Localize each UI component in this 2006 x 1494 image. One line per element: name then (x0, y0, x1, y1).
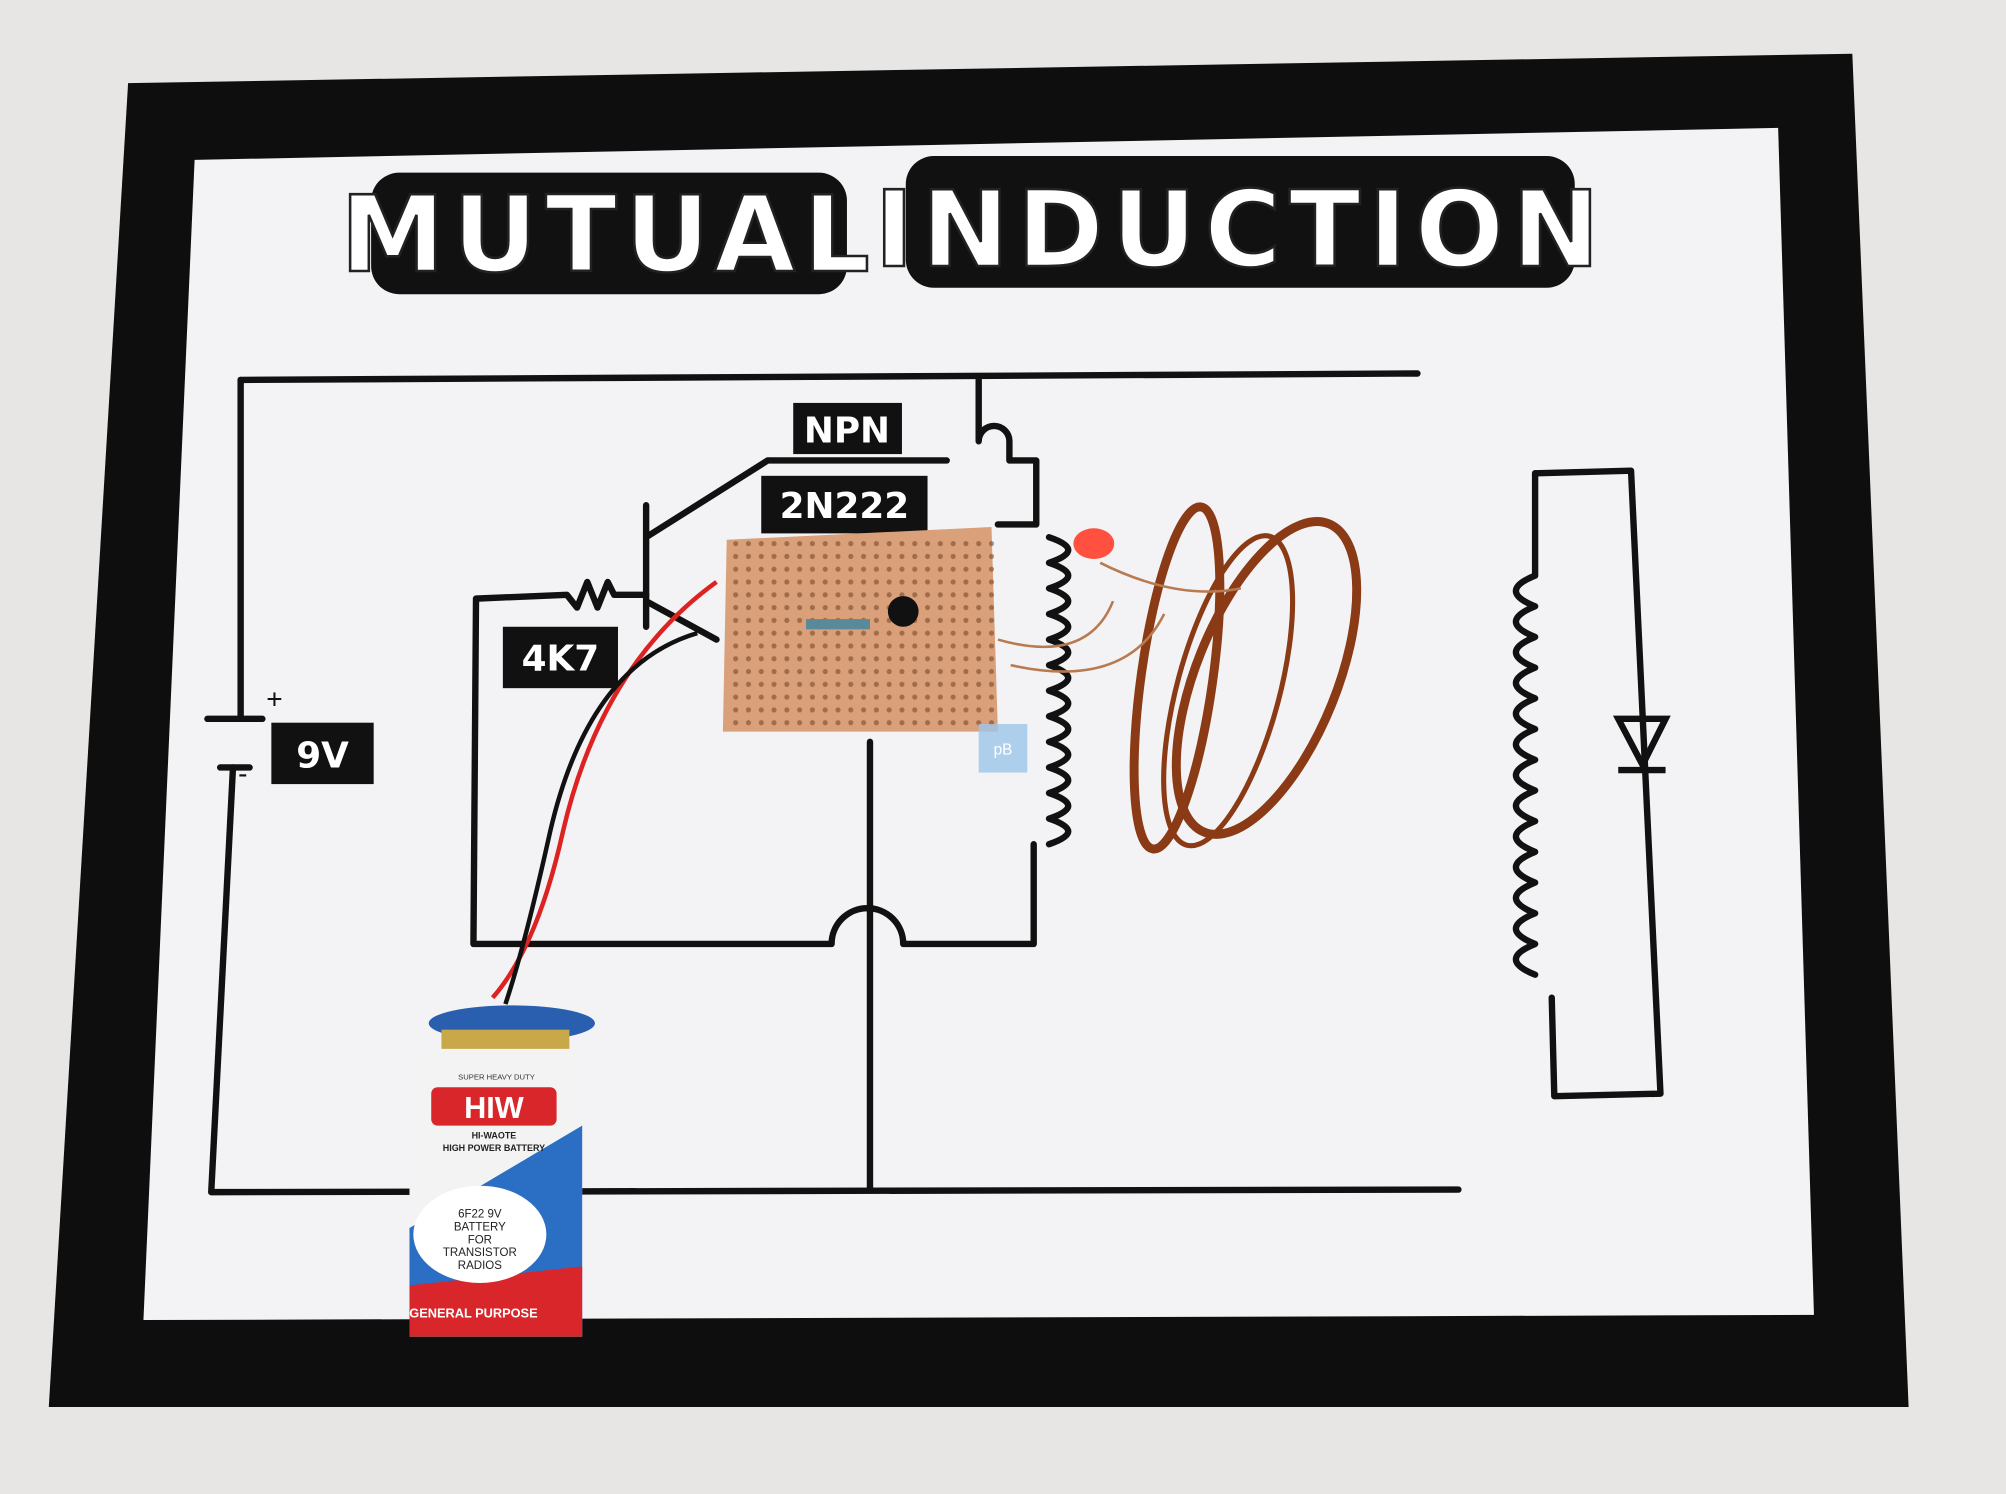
svg-text:BATTERY: BATTERY (454, 1222, 506, 1234)
watermark-text: pB (994, 742, 1013, 759)
svg-text:HI-WAOTE: HI-WAOTE (472, 1130, 517, 1140)
svg-text:FOR: FOR (468, 1234, 492, 1246)
svg-text:4K7: 4K7 (522, 638, 600, 679)
plus-sign: + (266, 684, 282, 715)
title-word-induction: INDUCTION (875, 169, 1608, 291)
watermark-badge (978, 723, 1028, 773)
label-2n222: 2N222 (761, 475, 928, 534)
svg-text:HIGH POWER BATTERY: HIGH POWER BATTERY (443, 1143, 545, 1153)
black-wire (503, 631, 698, 1005)
label-4k7: 4K7 (502, 626, 618, 689)
copper-coil (1129, 502, 1362, 854)
transistor (887, 596, 919, 627)
resistor (806, 619, 870, 630)
battery-9v: SUPER HEAVY DUTY HIW HI-WAOTE HIGH POWER… (409, 1005, 595, 1337)
svg-text:2N222: 2N222 (780, 486, 910, 527)
minus-sign: - (238, 758, 247, 789)
svg-text:GENERAL PURPOSE: GENERAL PURPOSE (409, 1305, 538, 1320)
battery-brand: HIW (464, 1090, 524, 1125)
thin-wires (997, 561, 1242, 673)
svg-text:NPN: NPN (804, 411, 890, 452)
svg-text:SUPER HEAVY DUTY: SUPER HEAVY DUTY (458, 1073, 535, 1082)
circuit-drawing (204, 370, 1671, 1196)
svg-text:RADIOS: RADIOS (458, 1260, 502, 1272)
label-npn: NPN (793, 402, 902, 455)
diode-icon (1612, 715, 1671, 774)
label-9v: 9V (271, 722, 374, 785)
svg-text:9V: 9V (296, 735, 349, 776)
led-light (1073, 528, 1115, 559)
svg-text:6F22 9V: 6F22 9V (458, 1209, 502, 1221)
perfboard (722, 526, 998, 732)
svg-text:TRANSISTOR: TRANSISTOR (443, 1247, 517, 1259)
title-word-mutual: MUTUAL (341, 174, 878, 296)
title-banner: MUTUAL INDUCTION (339, 156, 1608, 297)
